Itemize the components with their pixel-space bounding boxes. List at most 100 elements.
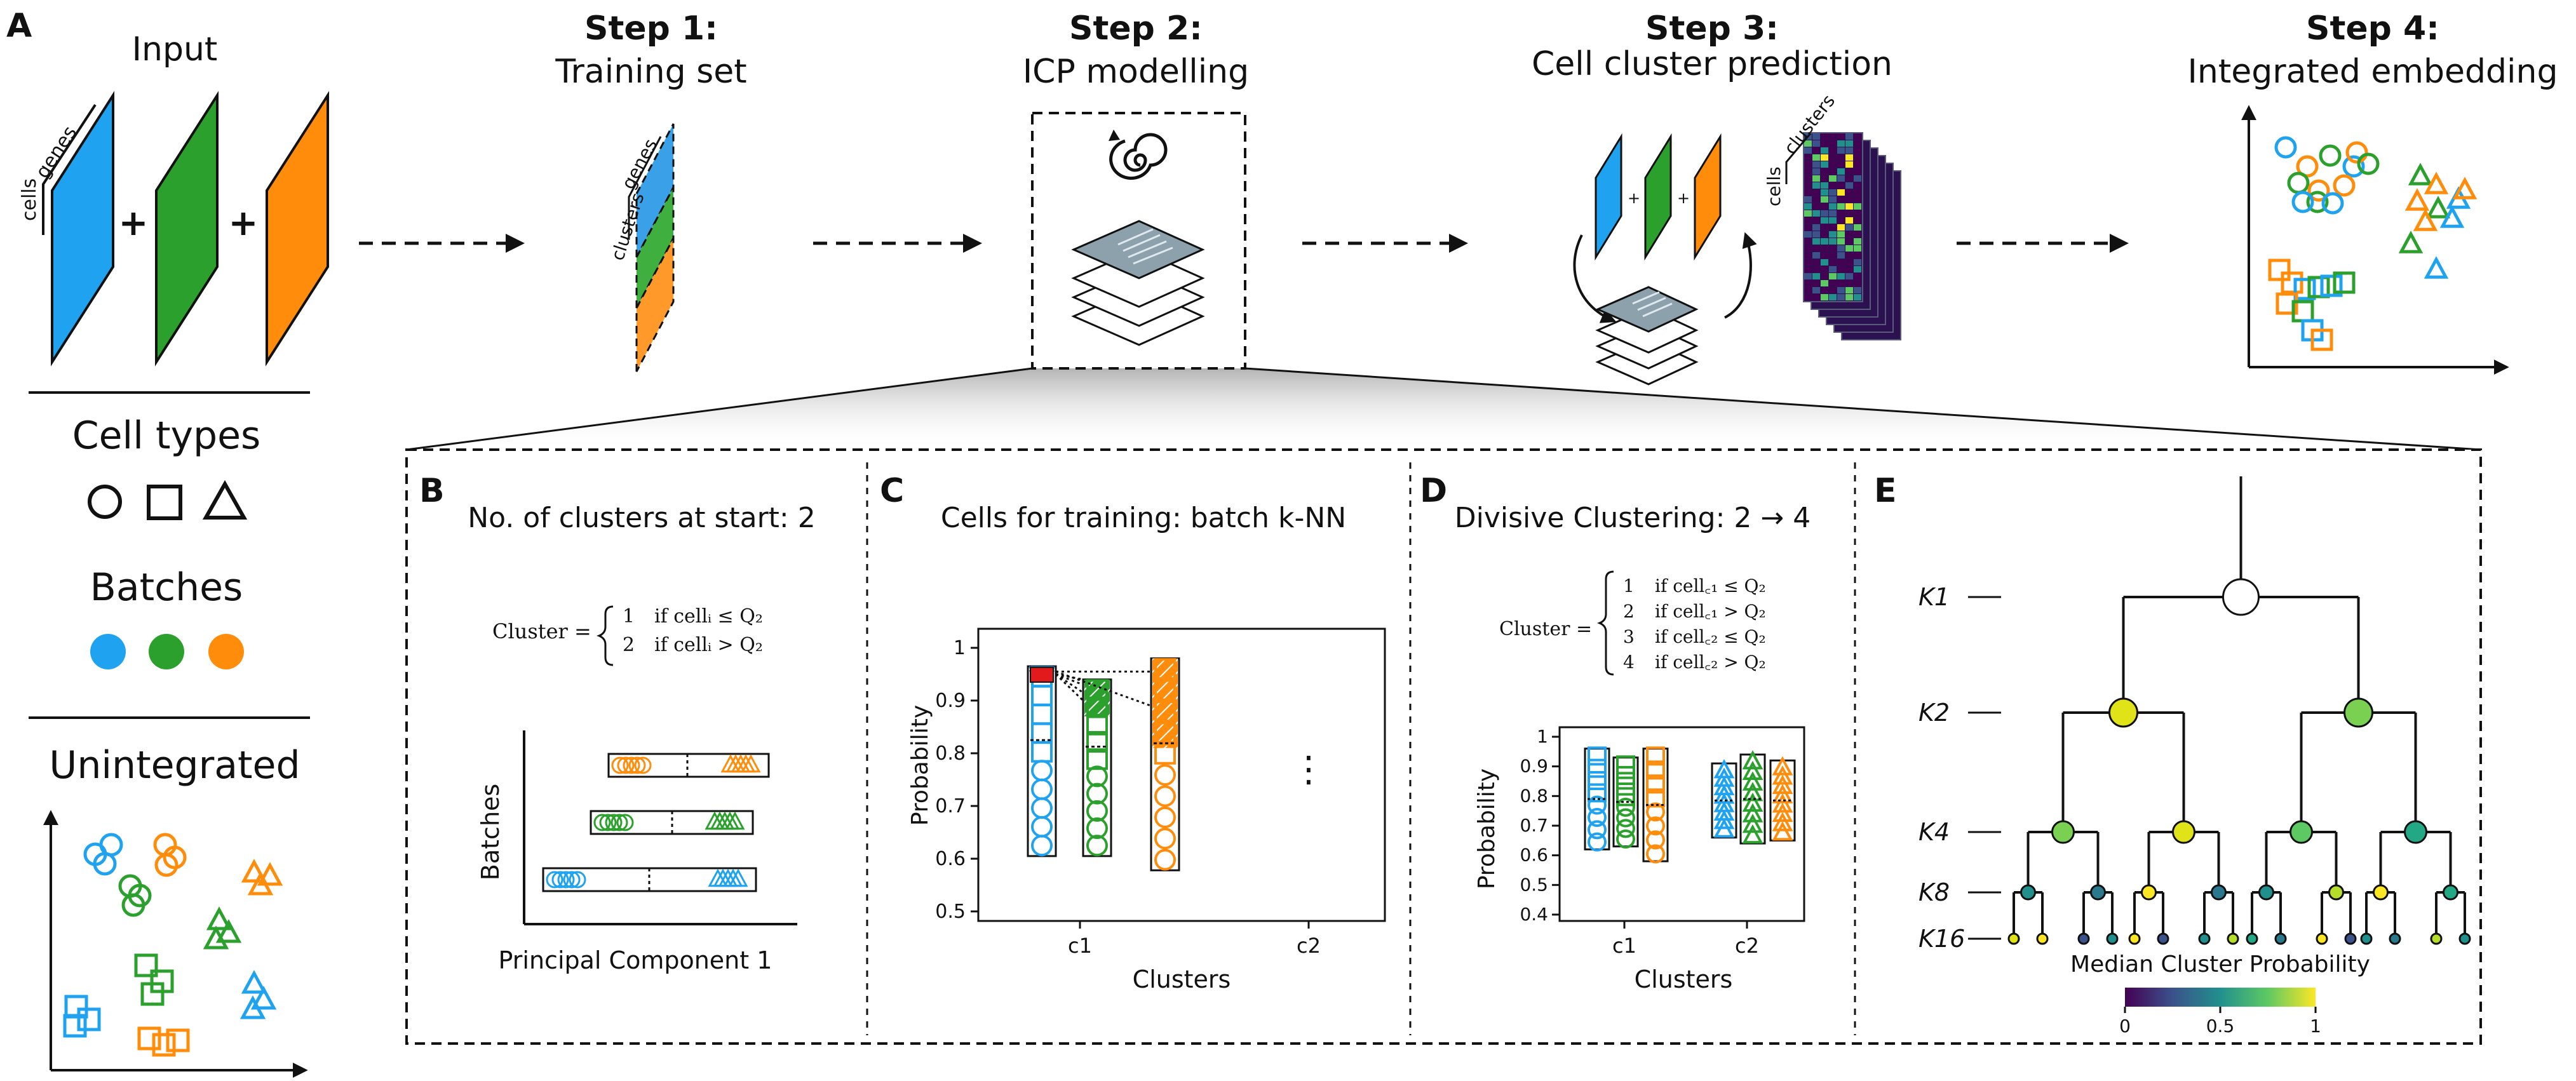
training-block-orange (635, 238, 675, 372)
prob-matrix-cell (1812, 154, 1820, 161)
prob-matrix-cell (1829, 217, 1837, 224)
panel-c-marker (1154, 849, 1176, 871)
prob-matrix-cell (1812, 147, 1820, 154)
cell-type-shapes (88, 480, 248, 520)
pred-matrix-orange (1694, 133, 1722, 261)
integrated-point (2293, 278, 2316, 300)
prob-matrix-cell (1854, 168, 1861, 175)
prob-matrix-cell (1821, 189, 1828, 196)
integrated-point (2320, 274, 2343, 297)
prob-matrix-cell (1837, 273, 1845, 279)
prob-matrix-cell (1821, 140, 1828, 147)
panel-d-marker (1742, 824, 1763, 844)
panel-b-formula-lhs: Cluster = (492, 619, 591, 643)
pca-circle-marker (546, 871, 563, 889)
integrated-point (2424, 256, 2449, 279)
panel-c-ytick-label: 0.8 (935, 742, 966, 765)
prob-matrix-cell (1845, 182, 1853, 189)
prob-matrix-cell (1854, 273, 1861, 279)
panel-c-frame (977, 628, 1386, 922)
panel-d-marker (1616, 798, 1635, 817)
dendrogram-node (2036, 932, 2049, 945)
panel-c-marker (1154, 828, 1176, 850)
dendrogram-node (2404, 820, 2427, 844)
prob-matrix-cell (1854, 203, 1861, 210)
prob-matrix-cell (1837, 245, 1845, 252)
panel-d-ytick-label: 0.6 (1520, 845, 1548, 866)
pca-circle-marker (569, 871, 586, 889)
prob-matrix-cell (1845, 287, 1853, 293)
panel-c-marker (1154, 722, 1176, 744)
panel-c-marker (1086, 679, 1108, 701)
panel-d-marker (1646, 816, 1665, 836)
panel-d-marker (1742, 792, 1763, 812)
prob-matrix-cell (1804, 238, 1812, 245)
dendrogram-node (2430, 932, 2443, 945)
panel-d-row-1-num: 1 (1623, 575, 1635, 596)
prob-matrix-cell (1845, 189, 1853, 196)
dendrogram-node (2108, 697, 2138, 728)
integrated-point (2333, 271, 2356, 294)
prob-matrix-cell (1845, 133, 1853, 140)
prob-matrix-cell (1821, 217, 1828, 224)
prob-matrix-cell (1804, 252, 1812, 258)
prob-matrix-cell (1812, 168, 1820, 175)
panel-d-marker (1742, 771, 1763, 791)
panel-c-xlabel: Clusters (1133, 965, 1231, 993)
prob-matrix-cell (1812, 266, 1820, 272)
pred-matrix-blue (1595, 133, 1622, 261)
panel-d-marker (1588, 808, 1607, 827)
dendrogram-node (2007, 932, 2020, 945)
step-3: Step 3: Cell cluster prediction + + clu (1532, 10, 1901, 386)
prob-axis-corner (1785, 133, 1812, 184)
prob-matrix-cell (1812, 133, 1820, 140)
prob-matrix-cell (1804, 168, 1812, 175)
prob-matrix-cell (1845, 210, 1853, 217)
unintegrated-point (134, 953, 158, 977)
prob-matrix-cell (1837, 182, 1845, 189)
colorbar-tick-label: 1 (2310, 1016, 2321, 1037)
prob-matrix-cell (1854, 175, 1861, 182)
panel-c-marker (1086, 765, 1108, 788)
unintegrated-plot (43, 810, 308, 1078)
prob-matrix-cell (1829, 161, 1837, 168)
panel-d-marker (1588, 832, 1607, 852)
panel-c-marker (1154, 764, 1176, 786)
curved-arrow-out (1724, 232, 1757, 319)
panel-d-marker (1772, 821, 1793, 841)
pca-circle-marker (616, 814, 634, 831)
plus-sign-1: + (119, 203, 149, 244)
panel-d-marker (1588, 771, 1607, 790)
pca-circle-marker (611, 756, 629, 774)
integrated-point (2342, 155, 2365, 178)
panel-c-ytick-label: 1 (954, 637, 966, 659)
panel-d-marker (1742, 760, 1763, 781)
prob-matrix-cell (1829, 168, 1837, 175)
prob-matrix-cell (1845, 273, 1853, 279)
panel-c-ytick-label: 0.5 (935, 901, 966, 923)
panel-d-marker (1772, 765, 1793, 785)
panel-d-marker (1742, 750, 1763, 770)
circle-shape-icon (88, 485, 122, 519)
panel-d-brace (1596, 570, 1614, 676)
integrated-point (2307, 276, 2330, 299)
panel-d-ytick-label: 0.5 (1520, 874, 1548, 895)
panel-c-xtick-label: c1 (1068, 934, 1092, 958)
training-axis-corner (628, 136, 662, 238)
panel-c-marker (1086, 800, 1108, 822)
panel-c-marker (1086, 835, 1108, 857)
unintegrated-point (154, 853, 179, 877)
panel-e-letter: E (1874, 472, 1897, 510)
step-1-heading: Step 1: (584, 10, 718, 48)
panel-d-formula: Cluster = 1 if cell꜀₁ ≤ Q₂ 2 if cell꜀₁ >… (1499, 570, 1766, 676)
dendrogram-node (2443, 884, 2458, 901)
panel-d-ytick-label: 0.9 (1520, 756, 1548, 777)
panel-c-marker (1154, 742, 1176, 765)
prob-matrix-cell (1854, 224, 1861, 231)
prob-matrix-cell (1829, 147, 1837, 154)
panel-c-xtick-label: c2 (1297, 934, 1321, 958)
integrated-point (2306, 191, 2329, 213)
